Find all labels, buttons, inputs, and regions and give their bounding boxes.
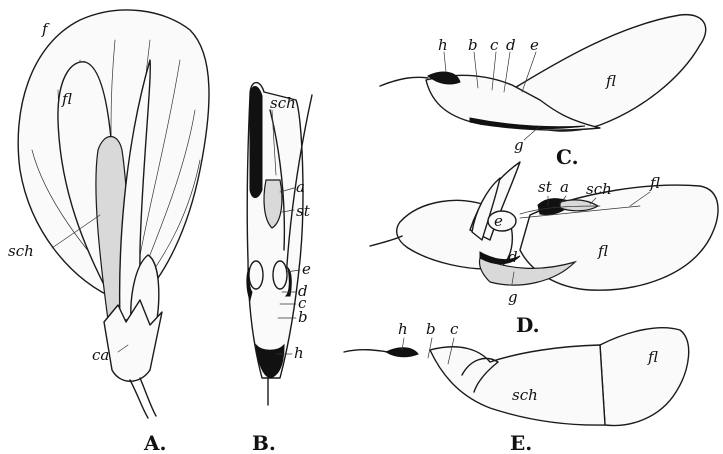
label-d-st: st <box>538 178 553 196</box>
d-pedicel <box>370 236 402 246</box>
label-e-h: h <box>398 320 408 338</box>
label-d-fl-top: fl <box>649 174 660 192</box>
label-b-st: st <box>296 202 311 220</box>
e-pedicel <box>344 350 388 352</box>
label-a-ca: ca <box>92 346 109 364</box>
label-b-a: a <box>296 178 305 196</box>
panel-b: sch a st e d c b h B. <box>247 83 312 454</box>
label-e-c: c <box>450 320 459 338</box>
gland-left <box>249 261 263 289</box>
label-e-fl: fl <box>647 348 658 366</box>
caption-b: B. <box>252 431 276 454</box>
c-pedicel <box>380 77 428 86</box>
label-c-h: h <box>438 36 448 54</box>
label-d-fl: fl <box>597 242 608 260</box>
gland-right <box>273 261 287 289</box>
label-c-fl: fl <box>605 72 616 90</box>
caption-d: D. <box>516 313 540 337</box>
stem <box>130 378 156 418</box>
label-b-b: b <box>298 308 308 326</box>
panel-a: f fl sch ca A. <box>8 10 209 454</box>
label-c-g: g <box>514 136 524 154</box>
label-d-a: a <box>560 178 569 196</box>
caption-c: C. <box>556 145 579 169</box>
label-a-sch: sch <box>8 242 34 260</box>
label-c-e: e <box>530 36 539 54</box>
label-b-h: h <box>294 344 304 362</box>
label-d-g: g <box>508 288 518 306</box>
label-c-d: d <box>506 36 516 54</box>
panel-d: st a sch fl e fl d g D. <box>370 162 718 337</box>
label-d-d: d <box>508 248 518 266</box>
label-c-b: b <box>468 36 478 54</box>
panel-e: h b c fl sch E. <box>344 320 689 454</box>
panel-c: h b c d e fl g C. <box>380 15 706 169</box>
label-c-c: c <box>490 36 499 54</box>
label-a-fl: fl <box>61 90 72 108</box>
label-b-sch: sch <box>270 94 296 112</box>
label-b-e: e <box>302 260 311 278</box>
keel-tip-dark <box>250 86 262 197</box>
e-wing <box>600 328 689 426</box>
caption-e: E. <box>510 431 532 454</box>
caption-a: A. <box>143 431 166 454</box>
label-a-f: f <box>41 20 50 38</box>
label-e-b: b <box>426 320 436 338</box>
label-d-e: e <box>494 212 503 230</box>
label-e-sch: sch <box>512 386 538 404</box>
label-d-sch: sch <box>586 180 612 198</box>
